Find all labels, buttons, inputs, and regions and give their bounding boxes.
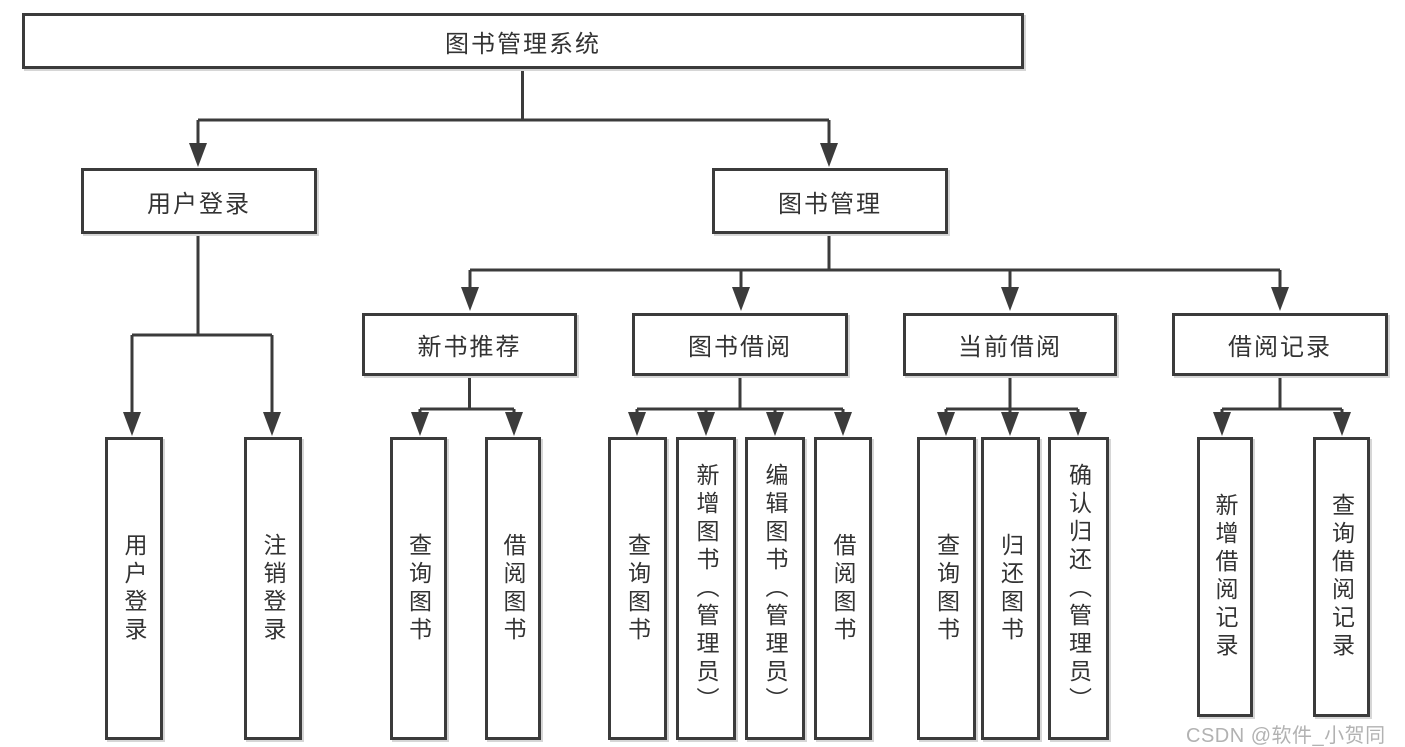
- node-book-borrowing: 图书借阅: [632, 313, 848, 376]
- leaf-borrowing-add-books-admin: 新增图书（管理员）: [676, 437, 736, 740]
- arrow-down-icon: [1213, 412, 1231, 436]
- arrow-down-icon: [732, 287, 750, 311]
- leaf-recommend-borrow-books: 借阅图书: [485, 437, 541, 740]
- leaf-recommend-query-books: 查询图书: [390, 437, 447, 740]
- node-book-management: 图书管理: [712, 168, 948, 234]
- arrow-down-icon: [1001, 412, 1019, 436]
- leaf-current-return-books: 归还图书: [981, 437, 1040, 740]
- arrow-down-icon: [628, 412, 646, 436]
- node-borrowing-records: 借阅记录: [1172, 313, 1388, 376]
- arrow-down-icon: [411, 412, 429, 436]
- leaf-current-query-books: 查询图书: [917, 437, 976, 740]
- arrow-down-icon: [820, 143, 838, 167]
- leaf-records-query-borrow-record: 查询借阅记录: [1313, 437, 1370, 717]
- arrow-down-icon: [1333, 412, 1351, 436]
- arrow-down-icon: [1271, 287, 1289, 311]
- arrow-down-icon: [937, 412, 955, 436]
- watermark: CSDN @软件_小贺同学: [1186, 725, 1386, 747]
- arrow-down-icon: [263, 412, 281, 436]
- leaf-current-confirm-return-admin: 确认归还（管理员）: [1048, 437, 1109, 740]
- leaf-logout-login: 注销登录: [244, 437, 302, 740]
- leaf-records-add-borrow-record: 新增借阅记录: [1197, 437, 1253, 717]
- arrow-down-icon: [697, 412, 715, 436]
- arrow-down-icon: [461, 287, 479, 311]
- node-current-borrowing: 当前借阅: [903, 313, 1117, 376]
- node-library-management-system: 图书管理系统: [22, 13, 1024, 69]
- leaf-borrowing-borrow-books: 借阅图书: [814, 437, 872, 740]
- node-user-login: 用户登录: [81, 168, 317, 234]
- node-new-book-recommendation: 新书推荐: [362, 313, 577, 376]
- leaf-borrowing-query-books: 查询图书: [608, 437, 667, 740]
- arrow-down-icon: [834, 412, 852, 436]
- leaf-borrowing-edit-books-admin: 编辑图书（管理员）: [745, 437, 805, 740]
- arrow-down-icon: [505, 412, 523, 436]
- arrow-down-icon: [1001, 287, 1019, 311]
- arrow-down-icon: [123, 412, 141, 436]
- arrow-down-icon: [189, 143, 207, 167]
- arrow-down-icon: [766, 412, 784, 436]
- leaf-user-login: 用户登录: [105, 437, 163, 740]
- arrow-down-icon: [1069, 412, 1087, 436]
